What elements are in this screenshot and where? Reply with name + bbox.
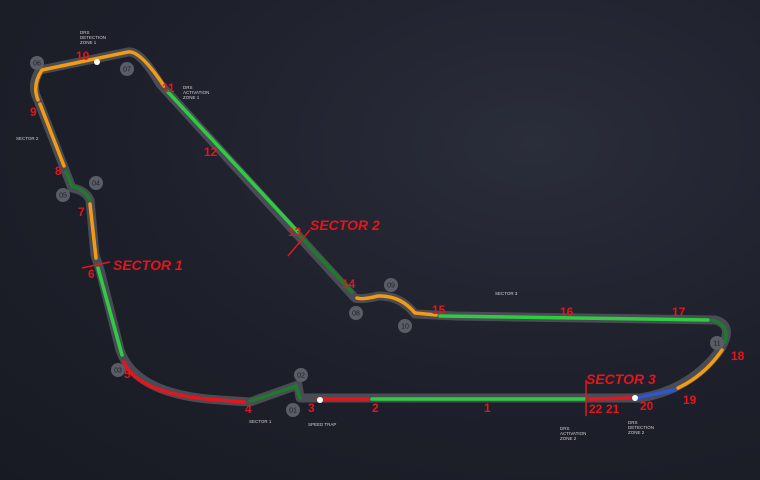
sector-1-label: SECTOR 1 [113,257,183,273]
turn-4-label: 4 [245,402,252,416]
turn-18-label: 18 [731,349,745,363]
drs-detection-2-line2: DETECTION [628,425,654,430]
turn-13-label: 13 [288,225,302,239]
corner-code: 03 [114,368,122,375]
sector-2-line [287,229,311,257]
track-segments [34,50,728,404]
turn-22-label: 22 [589,402,603,416]
segment-t6-t5 [96,266,124,357]
turn-3-label: 3 [308,401,315,415]
drs-activation-2-line2: ACTIVATION [560,431,586,436]
corner-code: 06 [33,61,41,68]
turn-19-label: 19 [683,393,697,407]
segment-t18-t17 [710,318,728,344]
segment-t7-t6 [88,202,98,260]
segment-t8-t7 [64,170,92,202]
corner-code: 08 [352,311,360,318]
turn-21-label: 21 [606,402,620,416]
turn-14-label: 14 [342,277,356,291]
sector-3-label: SECTOR 3 [586,371,656,387]
segment-t22-t21 [588,396,632,401]
segment-t19-t18 [676,348,724,390]
sector-1-line [81,261,111,269]
turn-11-label: 11 [162,81,175,95]
corner-badges: 01 02 03 04 05 06 07 08 09 10 11 [30,56,724,417]
turn-6-label: 6 [88,267,95,281]
turn-12-label: 12 [204,145,218,159]
corner-code: 05 [59,193,67,200]
corner-code: 10 [401,324,409,331]
drs-detection-2-dot [632,395,638,401]
turn-2-label: 2 [372,401,379,415]
corner-code: 09 [387,283,395,290]
segment-t11-t13 [166,90,300,234]
turn-1-label: 1 [484,401,491,415]
annotations: DRS DETECTION ZONE 1 DRS ACTIVATION ZONE… [16,30,654,441]
drs-detection-1-line2: DETECTION [80,35,106,40]
corner-code: 07 [123,67,131,74]
drs-detection-1-line3: ZONE 1 [80,40,97,45]
turn-7-label: 7 [78,205,85,219]
sector-2-label: SECTOR 2 [310,217,380,233]
drs-activation-1-line3: ZONE 1 [183,95,200,100]
segment-t10-t11 [34,50,166,102]
drs-detection-1-dot [94,59,100,65]
turn-labels: 1 2 3 4 5 6 7 8 9 10 11 12 13 14 15 16 1… [30,49,745,416]
segment-t9-t8 [38,102,66,168]
turn-5-label: 5 [124,367,131,381]
segment-t5-t4 [122,360,246,404]
segment-back-straight [438,314,710,322]
turn-10-label: 10 [76,49,90,63]
drs-activation-1-line2: ACTIVATION [183,90,209,95]
drs-detection-2-line3: ZONE 2 [628,430,645,435]
sector-1-note: SECTOR 1 [249,419,272,424]
segment-t14-t15 [355,294,438,317]
sector-markers [81,229,587,416]
corner-code: 01 [289,408,297,415]
turn-8-label: 8 [55,164,62,178]
segment-t4-t3 [248,383,302,403]
segment-t20 [633,388,677,400]
drs-activation-2-line1: DRS [560,426,570,431]
corner-code: 11 [713,341,720,348]
corner-code: 04 [92,181,100,188]
turn-9-label: 9 [30,105,37,119]
drs-activation-1-line1: DRS [183,85,193,90]
corner-code: 02 [297,373,305,380]
drs-detection-1-line1: DRS [80,30,90,35]
sector-3-note: SECTOR 3 [495,291,518,296]
segment-t13-t14 [298,234,354,294]
track-outline [30,47,731,407]
drs-detection-2-line1: DRS [628,420,638,425]
turn-20-label: 20 [640,399,654,413]
speed-trap-dot [317,397,323,403]
sector-2-note: SECTOR 2 [16,136,39,141]
turn-15-label: 15 [432,303,446,317]
speed-trap-note: SPEED TRAP [308,422,336,427]
turn-16-label: 16 [560,305,574,319]
turn-17-label: 17 [672,305,686,319]
drs-activation-2-line3: ZONE 2 [560,436,577,441]
